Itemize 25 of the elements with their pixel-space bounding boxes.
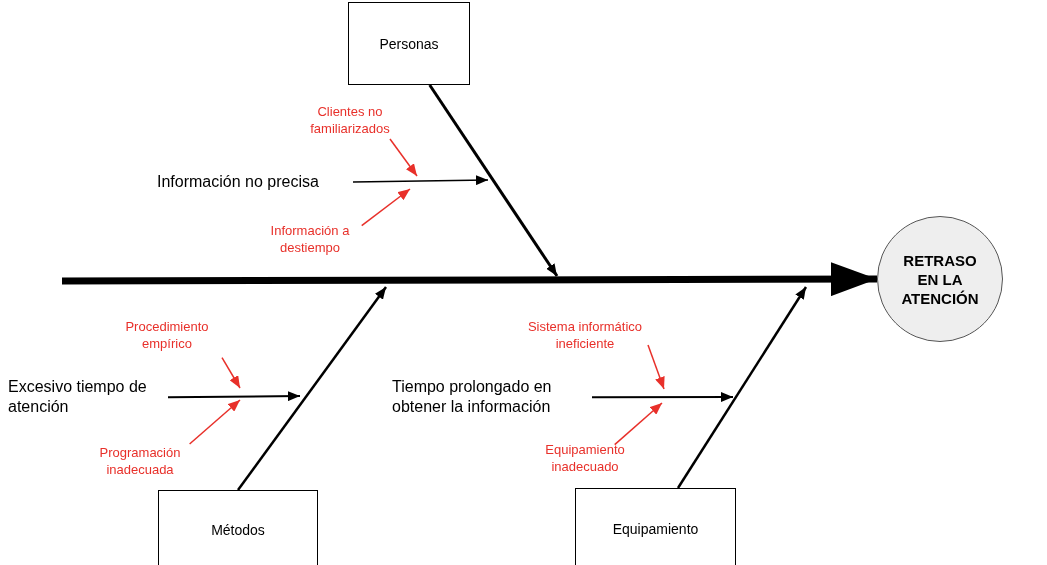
subcause-text: Clientes no familiarizados <box>300 103 400 139</box>
cause-text: Tiempo prolongado en obtener la información <box>392 377 592 419</box>
subcause-text: Programación inadecuada <box>78 444 202 480</box>
category-box: Personas <box>348 2 470 85</box>
subcause-text: Procedimiento empírico <box>112 318 222 354</box>
arrow <box>591 392 734 402</box>
arrow <box>389 138 418 177</box>
subcause-text: Sistema informático ineficiente <box>510 318 660 354</box>
arrow <box>360 188 411 227</box>
category-box: Métodos <box>158 490 318 565</box>
bone-arrow <box>676 286 808 489</box>
arrow <box>221 356 241 389</box>
arrow <box>167 391 301 402</box>
subcause-text: Equipamiento inadecuado <box>530 441 640 477</box>
cause-text: Excesivo tiempo de atención <box>8 377 168 419</box>
arrow <box>647 344 665 390</box>
arrow <box>352 175 489 186</box>
subcause-text: Información a destiempo <box>255 222 365 258</box>
bone-arrow <box>237 286 387 491</box>
arrow <box>613 402 663 446</box>
cause-text: Información no precisa <box>157 172 353 194</box>
effect-circle: RETRASO EN LA ATENCIÓN <box>877 216 1003 342</box>
category-box: Equipamiento <box>575 488 736 565</box>
arrow <box>188 399 241 445</box>
bone-arrow <box>428 84 559 277</box>
